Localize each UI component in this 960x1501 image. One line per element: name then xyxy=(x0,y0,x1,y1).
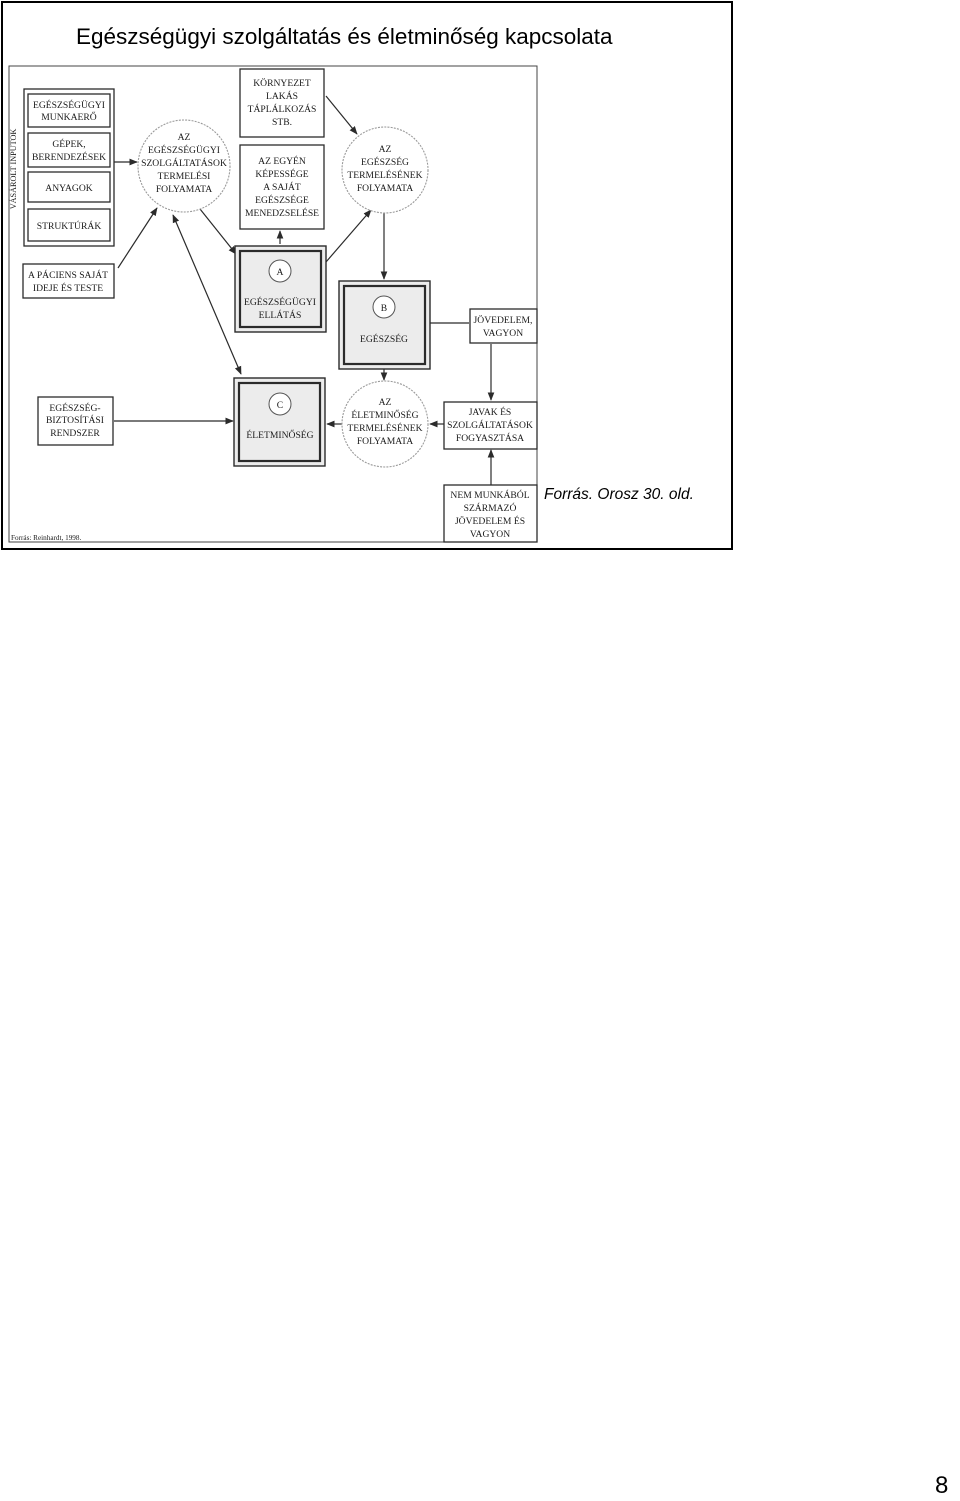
input-machines-line-1: GÉPEK, xyxy=(52,138,85,150)
input-structures-box: STRUKTÚRÁK xyxy=(27,208,111,242)
consumption-line-3: FOGYASZTÁSA xyxy=(456,432,524,444)
consumption-line-1: JAVAK ÉS xyxy=(469,406,512,418)
patient-own-line-1: A PÁCIENS SAJÁT xyxy=(28,269,108,281)
arrow-health-services-to-outcome-c xyxy=(172,214,242,375)
outcome-c-line-1: ÉLETMINŐSÉG xyxy=(246,429,313,441)
non-labor-income-line-2: SZÁRMAZÓ xyxy=(464,502,517,514)
self-management-line-4: EGÉSZSÉGE xyxy=(255,194,309,206)
quality-process-line-4: FOLYAMATA xyxy=(357,436,413,447)
outcome-c-quality-of-life: C ÉLETMINŐSÉG xyxy=(233,377,326,467)
environment-line-3: TÁPLÁLKOZÁS xyxy=(248,103,317,115)
arrow-environment-to-health-production xyxy=(325,95,358,135)
insurance-line-2: BIZTOSÍTÁSI xyxy=(46,414,104,426)
health-production-line-4: FOLYAMATA xyxy=(357,183,413,194)
outcome-a-health-care: A EGÉSZSÉGÜGYI ELLÁTÁS xyxy=(234,245,327,333)
input-materials-line-1: ANYAGOK xyxy=(45,183,93,194)
inputs-side-label: VÁSÁROLT INPUTOK xyxy=(8,129,18,210)
outcome-b-line-1: EGÉSZSÉG xyxy=(360,333,408,345)
self-management-box: AZ EGYÉN KÉPESSÉGE A SAJÁT EGÉSZSÉGE MEN… xyxy=(239,144,325,230)
non-labor-income-box: NEM MUNKÁBÓL SZÁRMAZÓ JÖVEDELEM ÉS VAGYO… xyxy=(443,484,538,543)
input-materials-box: ANYAGOK xyxy=(27,171,111,203)
outcome-a-line-2: ELLÁTÁS xyxy=(259,309,302,321)
health-production-process-circle: AZ EGÉSZSÉG TERMELÉSÉNEK FOLYAMATA xyxy=(341,126,429,214)
health-production-line-3: TERMELÉSÉNEK xyxy=(347,169,422,181)
income-wealth-line-1: JÖVEDELEM, xyxy=(474,314,533,326)
page-number: 8 xyxy=(935,1472,949,1499)
outcome-b-marker: B xyxy=(381,303,387,314)
source-caption: Forrás. Orosz 30. old. xyxy=(544,486,694,503)
health-production-line-1: AZ xyxy=(379,144,392,155)
input-machines-box: GÉPEK, BERENDEZÉSEK xyxy=(27,132,111,168)
health-services-line-2: EGÉSZSÉGÜGYI xyxy=(148,144,220,156)
income-wealth-line-2: VAGYON xyxy=(483,328,523,339)
non-labor-income-line-1: NEM MUNKÁBÓL xyxy=(450,489,529,501)
consumption-box: JAVAK ÉS SZOLGÁLTATÁSOK FOGYASZTÁSA xyxy=(443,401,538,450)
health-services-line-3: SZOLGÁLTATÁSOK xyxy=(141,157,227,169)
insurance-line-1: EGÉSZSÉG- xyxy=(49,402,100,414)
patient-own-line-2: IDEJE ÉS TESTE xyxy=(33,282,103,294)
health-services-line-4: TERMELÉSI xyxy=(158,170,211,182)
input-structures-line-1: STRUKTÚRÁK xyxy=(37,220,102,232)
insurance-box: EGÉSZSÉG- BIZTOSÍTÁSI RENDSZER xyxy=(37,396,114,446)
environment-line-4: STB. xyxy=(272,117,292,128)
environment-line-2: LAKÁS xyxy=(266,90,298,102)
self-management-line-1: AZ EGYÉN xyxy=(258,155,306,167)
income-wealth-box: JÖVEDELEM, VAGYON xyxy=(469,308,538,344)
diagram-credit: Forrás: Reinhardt, 1998. xyxy=(11,534,81,542)
input-workforce-line-2: MUNKAERŐ xyxy=(41,111,97,123)
self-management-line-2: KÉPESSÉGE xyxy=(255,168,308,180)
input-workforce-box: EGÉSZSÉGÜGYI MUNKAERŐ xyxy=(27,93,111,128)
health-services-line-5: FOLYAMATA xyxy=(156,184,212,195)
environment-line-1: KÖRNYEZET xyxy=(253,77,311,89)
slide-title: Egészségügyi szolgáltatás és életminőség… xyxy=(76,24,613,49)
input-machines-line-2: BERENDEZÉSEK xyxy=(32,151,106,163)
quality-process-line-3: TERMELÉSÉNEK xyxy=(347,422,422,434)
health-services-line-1: AZ xyxy=(178,132,191,143)
health-services-process-circle: AZ EGÉSZSÉGÜGYI SZOLGÁLTATÁSOK TERMELÉSI… xyxy=(137,119,231,213)
quality-process-line-1: AZ xyxy=(379,397,392,408)
non-labor-income-line-4: VAGYON xyxy=(470,529,510,540)
outcome-c-marker: C xyxy=(277,400,283,411)
self-management-line-3: A SAJÁT xyxy=(263,181,301,193)
health-production-line-2: EGÉSZSÉG xyxy=(361,156,409,168)
health-quality-of-life-diagram: VÁSÁROLT INPUTOK EGÉSZSÉGÜGYI MUNKAERŐ G… xyxy=(8,65,538,543)
outcome-a-marker: A xyxy=(277,267,284,278)
outcome-b-health: B EGÉSZSÉG xyxy=(338,280,431,370)
arrow-patient-to-health-services xyxy=(117,207,158,269)
arrow-outcome-a-to-health-production xyxy=(325,209,372,263)
outcome-a-line-1: EGÉSZSÉGÜGYI xyxy=(244,296,316,308)
patient-own-box: A PÁCIENS SAJÁT IDEJE ÉS TESTE xyxy=(22,263,115,299)
quality-of-life-process-circle: AZ ÉLETMINŐSÉG TERMELÉSÉNEK FOLYAMATA xyxy=(341,380,429,468)
non-labor-income-line-3: JÖVEDELEM ÉS xyxy=(455,515,525,527)
consumption-line-2: SZOLGÁLTATÁSOK xyxy=(447,419,533,431)
quality-process-line-2: ÉLETMINŐSÉG xyxy=(351,409,418,421)
input-workforce-line-1: EGÉSZSÉGÜGYI xyxy=(33,99,105,111)
insurance-line-3: RENDSZER xyxy=(50,428,100,439)
self-management-line-5: MENEDZSELÉSE xyxy=(245,207,319,219)
environment-box: KÖRNYEZET LAKÁS TÁPLÁLKOZÁS STB. xyxy=(239,68,325,138)
